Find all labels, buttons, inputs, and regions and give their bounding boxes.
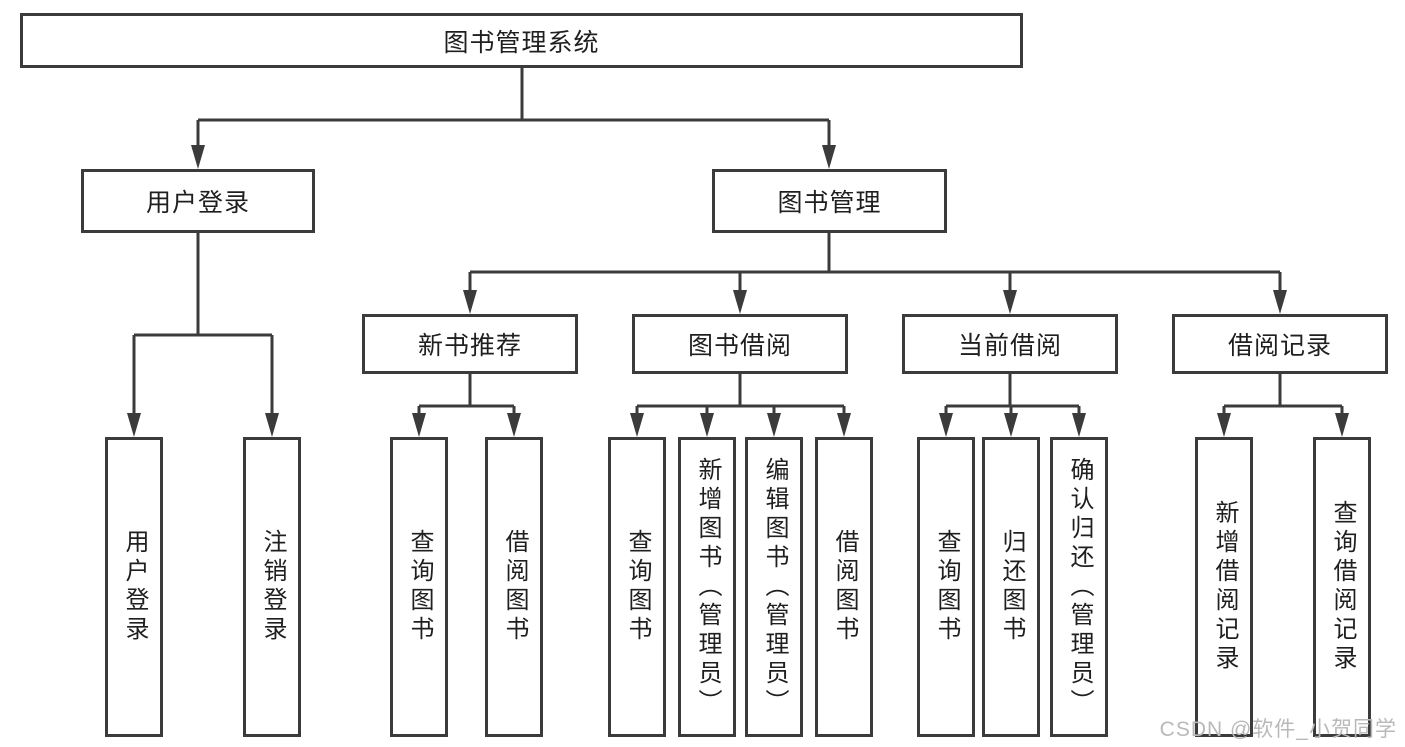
leaf-query-books-borrowing: 查询图书 — [608, 437, 666, 737]
arrowhead — [507, 413, 521, 437]
arrowhead — [822, 145, 836, 169]
leaf-confirm-return-admin: 确认归还（管理员） — [1050, 437, 1108, 737]
leaf-query-borrow-record: 查询借阅记录 — [1313, 437, 1371, 737]
leaf-add-borrow-record: 新增借阅记录 — [1195, 437, 1253, 737]
arrowheads — [127, 145, 1349, 437]
arrowhead — [700, 413, 714, 437]
arrowhead — [767, 413, 781, 437]
leaf-borrow-books-borrowing: 借阅图书 — [815, 437, 873, 737]
node-new-book-recommendation: 新书推荐 — [362, 314, 578, 374]
node-book-management: 图书管理 — [712, 169, 947, 233]
arrowhead — [1335, 413, 1349, 437]
arrowhead — [191, 145, 205, 169]
arrowhead — [1217, 413, 1231, 437]
leaf-query-books-current: 查询图书 — [917, 437, 975, 737]
arrowhead — [1004, 413, 1018, 437]
leaf-borrow-books-recommend: 借阅图书 — [485, 437, 543, 737]
node-library-system: 图书管理系统 — [20, 13, 1023, 68]
leaf-query-books-recommend: 查询图书 — [390, 437, 448, 737]
leaf-user-login: 用户登录 — [105, 437, 163, 737]
arrowhead — [1072, 413, 1086, 437]
leaf-add-book-admin: 新增图书（管理员） — [678, 437, 736, 737]
node-borrowing-records: 借阅记录 — [1172, 314, 1388, 374]
node-current-borrowing: 当前借阅 — [902, 314, 1118, 374]
leaf-edit-book-admin: 编辑图书（管理员） — [745, 437, 803, 737]
arrowhead — [412, 413, 426, 437]
arrowhead — [265, 413, 279, 437]
connector-lines — [132, 68, 1344, 420]
arrowhead — [127, 413, 141, 437]
arrowhead — [1273, 290, 1287, 314]
arrowhead — [1003, 290, 1017, 314]
arrowhead — [939, 413, 953, 437]
leaf-logout: 注销登录 — [243, 437, 301, 737]
node-book-borrowing: 图书借阅 — [632, 314, 848, 374]
node-user-login: 用户登录 — [81, 169, 315, 233]
arrowhead — [733, 290, 747, 314]
arrowhead — [630, 413, 644, 437]
watermark: CSDN @软件_小贺同学 — [1159, 718, 1397, 741]
arrowhead — [837, 413, 851, 437]
leaf-return-books: 归还图书 — [982, 437, 1040, 737]
arrowhead — [463, 290, 477, 314]
